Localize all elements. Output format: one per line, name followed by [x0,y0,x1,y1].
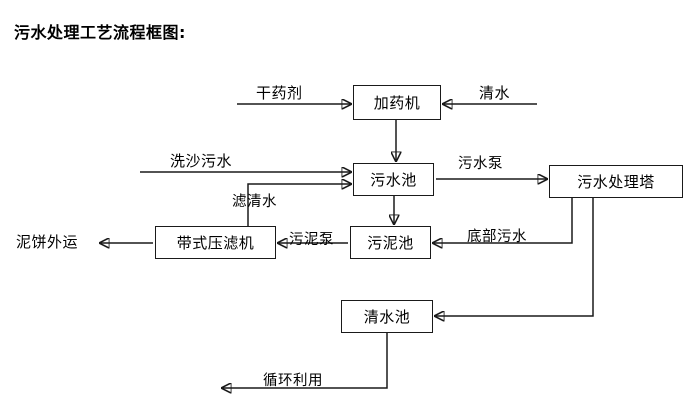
page-title: 污水处理工艺流程框图: [14,23,186,42]
node-label: 污水池 [370,171,417,189]
edge-label-bottom-sewage: 底部污水 [467,229,527,245]
terminal-sand-washing-wastewater: 洗沙污水 [170,152,233,170]
terminal-clean-water-input: 清水 [479,84,511,102]
edge-label-recycle-reuse: 循环利用 [263,373,323,389]
node-belt-filter-press[interactable]: 带式压滤机 [155,226,276,259]
edge-bottom-sewage-to-sludge-pool [433,198,573,243]
edge-clear-pool-recycle [222,333,388,388]
node-clear-water-pool[interactable]: 清水池 [341,300,433,333]
node-label: 加药机 [373,94,421,112]
node-sludge-pool[interactable]: 污泥池 [350,226,431,259]
edge-tower-to-clear-pool [435,198,594,316]
node-label: 污泥池 [367,234,414,252]
node-sewage-pool[interactable]: 污水池 [353,163,434,196]
node-dosing-machine[interactable]: 加药机 [353,85,441,120]
terminal-mud-cake-transport: 泥饼外运 [16,233,79,251]
node-label: 带式压滤机 [176,234,255,252]
node-label: 清水池 [363,308,411,326]
edge-label-sewage-pump: 污水泵 [458,156,503,172]
edge-label-filtered-water: 滤清水 [232,194,277,210]
edge-filtered-water-to-sewage-pool [247,184,351,226]
terminal-dry-chemical: 干药剂 [256,84,303,102]
edge-label-sludge-pump: 污泥泵 [289,232,334,248]
node-label: 污水处理塔 [577,173,655,191]
node-treatment-tower[interactable]: 污水处理塔 [549,165,683,198]
